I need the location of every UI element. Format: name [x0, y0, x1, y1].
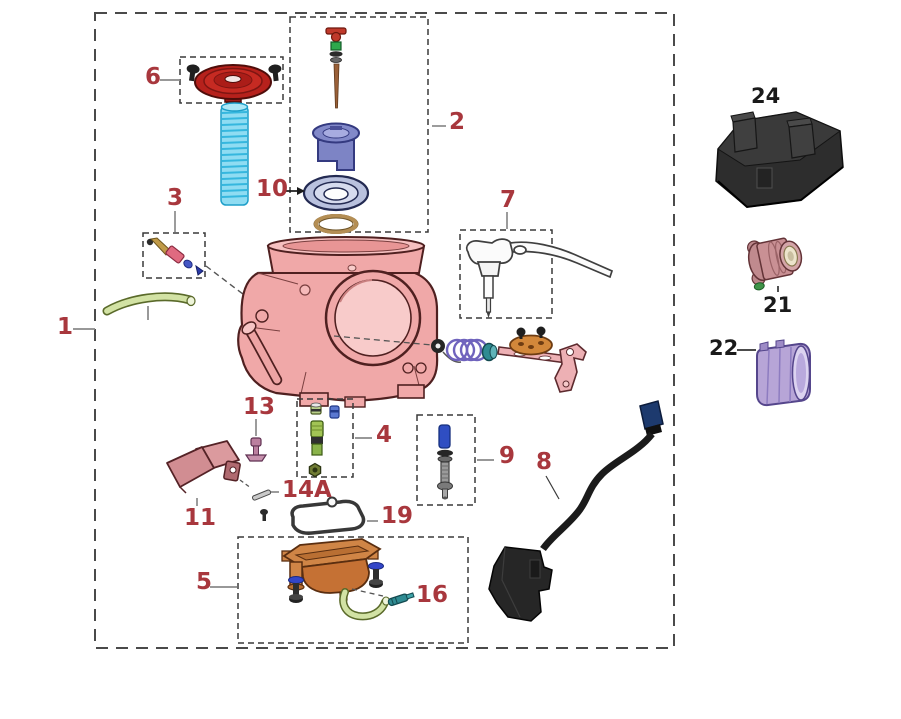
drain-hose: [339, 588, 391, 621]
callout-13: 13: [243, 394, 276, 420]
throttle-return-spring: [445, 338, 489, 362]
bowl-gasket: [290, 496, 366, 535]
group-7-box: [459, 229, 553, 319]
needle-valve-group: [142, 232, 206, 279]
cable-wire: [540, 431, 655, 552]
callout-5: 5: [196, 569, 213, 595]
main-boundary-box: [94, 12, 675, 649]
callout-21: 21: [763, 293, 793, 317]
group-2-box: [289, 16, 429, 233]
intake-boot: [756, 339, 811, 407]
float-pin: [252, 489, 272, 501]
adapter-joint: [747, 237, 803, 291]
callout-11: 11: [184, 505, 217, 531]
heater-unit: [488, 546, 553, 622]
group-5-box: [237, 536, 469, 644]
carburetor-body: [237, 236, 439, 408]
callout-16: 16: [416, 582, 449, 608]
assembly-dash-bore: [333, 335, 433, 346]
group-4-box: [296, 398, 354, 478]
callout-3: 3: [167, 185, 184, 211]
idle-screw-cap: [438, 424, 451, 449]
piston-assembly-group: [289, 16, 429, 234]
float: [166, 440, 241, 494]
callout-8: 8: [536, 449, 553, 475]
float-needle: [483, 275, 494, 318]
leader-8: [545, 475, 560, 500]
slide-spring: [220, 102, 249, 206]
group-9-box: [416, 414, 476, 506]
mount-tab-right: [786, 117, 816, 159]
callout-9: 9: [499, 443, 516, 469]
callout-6: 6: [145, 64, 162, 90]
bowl-screw-right: [368, 562, 384, 588]
diaphragm-cover: [194, 64, 272, 103]
pilot-jet: [310, 402, 322, 415]
throttle-linkage: [431, 326, 587, 393]
plug-screw-13: [244, 437, 268, 462]
float-arm-group: [459, 229, 614, 319]
diaphragm: [302, 174, 370, 212]
idle-screw-group: [416, 414, 476, 506]
baffle-screw: [260, 509, 268, 521]
throttle-lever: [554, 343, 587, 393]
callout-14a: 14A: [282, 477, 332, 503]
brass-ring: [313, 214, 359, 234]
callout-4: 4: [376, 422, 393, 448]
needle-clip: [330, 41, 342, 51]
jet-needle: [325, 27, 347, 109]
plate-screw-right: [536, 326, 546, 338]
plate-screw-left: [516, 327, 526, 339]
float-arm: [465, 238, 614, 279]
leader-10: [286, 187, 305, 195]
callout-10: 10: [256, 176, 289, 202]
jet-holder-nut: [308, 462, 322, 478]
callout-2: 2: [449, 109, 466, 135]
jet-set-group: [296, 398, 354, 478]
main-jet: [310, 420, 324, 456]
callout-24: 24: [751, 84, 781, 108]
callout-7: 7: [500, 187, 517, 213]
callout-1: 1: [57, 314, 74, 340]
assembly-dash-drain: [351, 588, 384, 597]
drain-screw: [387, 592, 415, 607]
assembly-dash-pin: [239, 479, 252, 489]
vacuum-piston: [312, 122, 360, 171]
diaphragm-cover-group: [179, 56, 284, 104]
bowl-screw-left: [288, 576, 304, 603]
callout-22: 22: [709, 336, 739, 360]
cover-screw-right: [268, 64, 282, 82]
leader-lines: [73, 79, 508, 588]
idle-screw: [437, 461, 453, 500]
heater-cable: [488, 400, 664, 622]
float-bowl-group: [237, 536, 469, 644]
cover-screw-left: [186, 64, 200, 82]
mount-cushion: [715, 111, 844, 209]
fuel-hose: [102, 292, 196, 320]
callout-19: 19: [381, 503, 414, 529]
mount-tab-left: [730, 111, 758, 153]
cable-connector: [639, 400, 664, 430]
group-3-box: [142, 232, 206, 279]
